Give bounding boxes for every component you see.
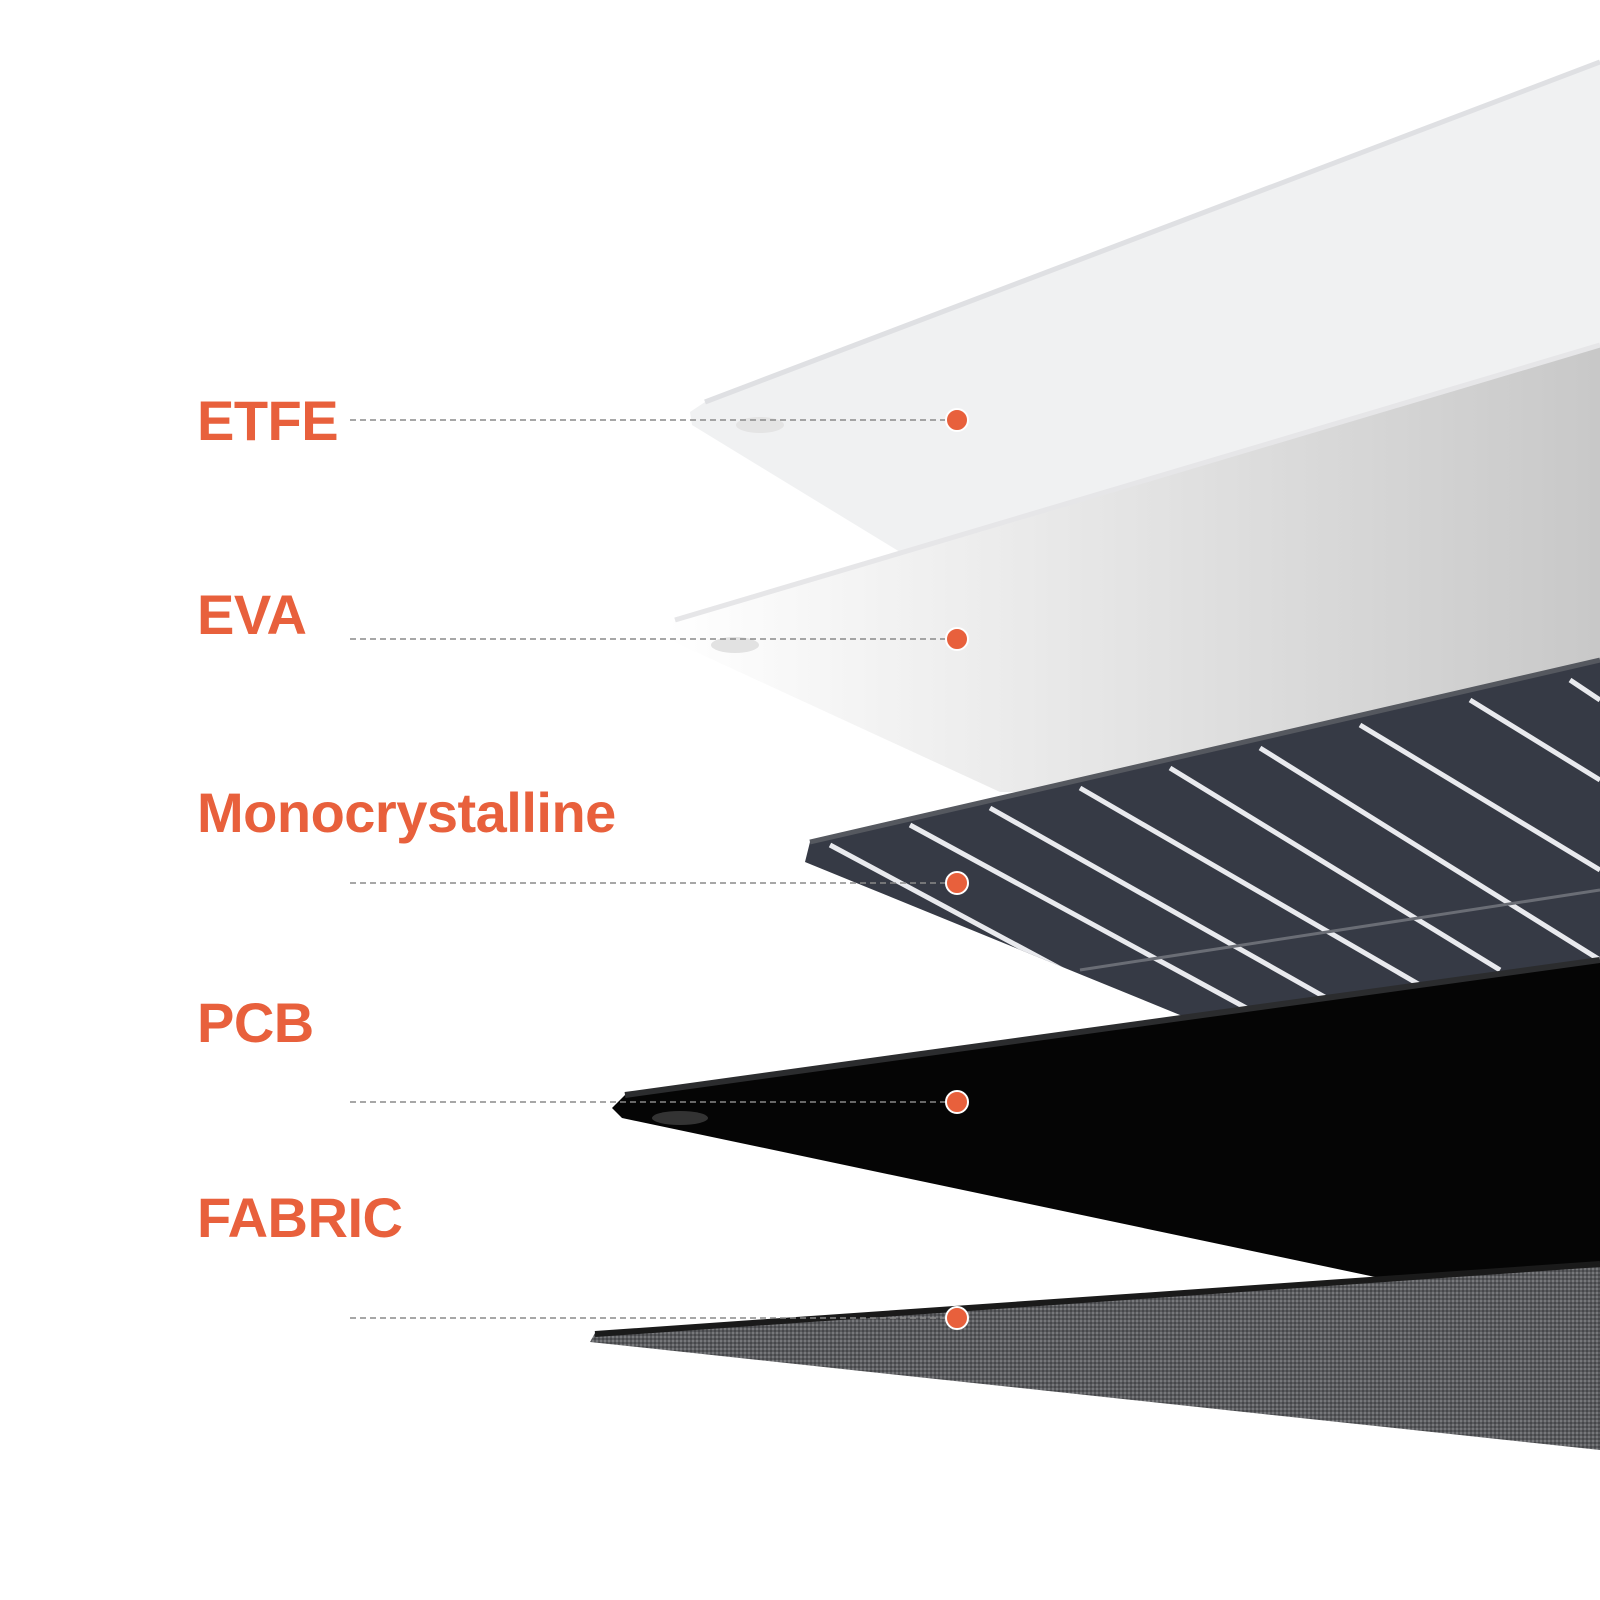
etfe-label: ETFE (197, 389, 339, 452)
monocrystalline-label: Monocrystalline (197, 781, 616, 844)
eva-label: EVA (197, 583, 307, 646)
eva-layer (668, 342, 1600, 792)
fabric-layer (590, 1261, 1600, 1450)
pcb-label: PCB (197, 991, 314, 1054)
monocrystalline-marker-dot (945, 871, 969, 895)
fabric-marker-dot (945, 1306, 969, 1330)
fabric-label: FABRIC (197, 1186, 403, 1249)
pcb-layer (612, 957, 1600, 1278)
grommet-icon (652, 1111, 708, 1125)
grommet-icon (711, 637, 759, 653)
grommet-icon (736, 417, 784, 433)
pcb-marker-dot (945, 1090, 969, 1114)
eva-marker-dot (945, 627, 969, 651)
etfe-marker-dot (945, 408, 969, 432)
